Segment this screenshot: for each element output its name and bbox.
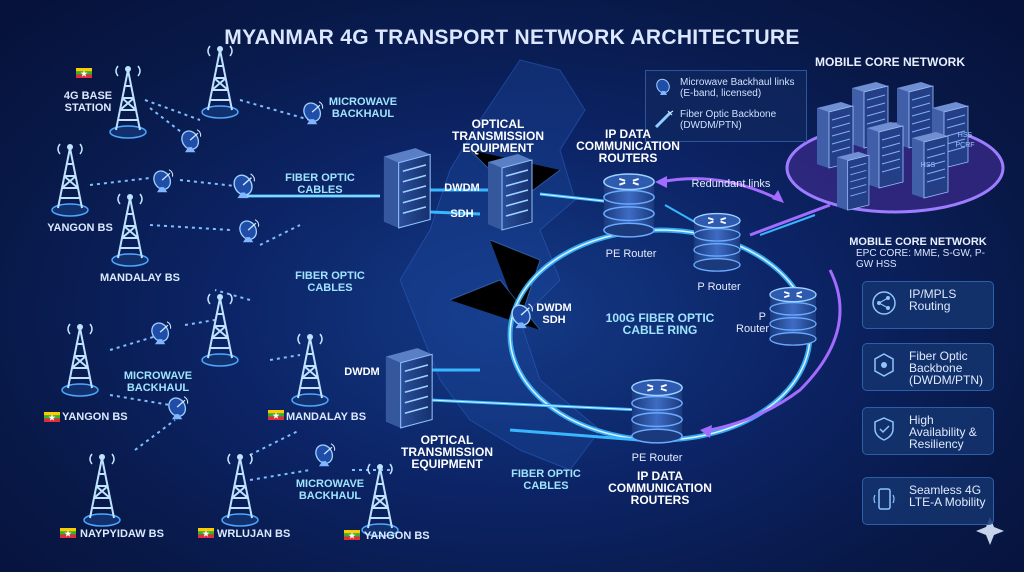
ip-mpls-icon	[872, 291, 896, 315]
ip-routers-label-bottom: IP DATA COMMUNICATION ROUTERS	[608, 469, 712, 507]
p-router-2-label: P Router	[736, 311, 770, 335]
ote-label-bottom: OPTICAL TRANSMISSION EQUIPMENT	[400, 433, 493, 471]
station-label-mandalay-1: MANDALAY BS	[99, 272, 181, 284]
microwave-label-top: MICROWAVE BACKHAUL	[328, 96, 398, 120]
station-label-wrlujan: WRLUJAN BS	[217, 528, 291, 540]
feature-text: High Availability & Resiliency	[909, 413, 977, 451]
pe-router-top-label: PE Router	[605, 248, 657, 260]
core-heading: MOBILE CORE NETWORK	[815, 55, 965, 69]
core-detail: EPC CORE: MME, S-GW, P-GW HSS	[856, 248, 985, 270]
ote-label-top: OPTICAL TRANSMISSION EQUIPMENT	[451, 117, 544, 155]
high-availability-icon	[874, 417, 894, 441]
diagram-title: MYANMAR 4G TRANSPORT NETWORK ARCHITECTUR…	[224, 26, 800, 49]
myanmar-flag-icon	[344, 530, 360, 540]
fiber-label-top: FIBER OPTIC CABLES	[285, 172, 355, 196]
fiber-cable-icon	[654, 110, 674, 129]
server-label-hss-2: HSS	[920, 162, 936, 169]
server-label-hss: HSS	[957, 132, 973, 139]
myanmar-flag-icon	[198, 528, 214, 538]
core-subheading: MOBILE CORE NETWORK	[849, 236, 987, 248]
p-router-1-label: P Router	[697, 281, 741, 293]
fiber-label-bottom: FIBER OPTIC CABLES	[511, 468, 581, 492]
ring-label: 100G FIBER OPTIC CABLE RING	[605, 311, 715, 337]
myanmar-flag-icon	[60, 528, 76, 538]
feature-text: IP/MPLS Routing	[909, 287, 957, 313]
feature-fiber-backbone: Fiber Optic Backbone (DWDM/PTN)	[862, 343, 994, 391]
feature-text: Fiber Optic Backbone (DWDM/PTN)	[909, 349, 983, 387]
server-label-pcrf: PCRF	[955, 142, 975, 149]
legend: Microwave Backhaul links (E-band, licens…	[645, 70, 807, 142]
station-label-yangon-2: YANGON BS	[62, 411, 128, 423]
fiber-backbone-icon	[874, 353, 894, 377]
pe-router-bottom-label: PE Router	[631, 452, 683, 464]
myanmar-flag-icon	[268, 410, 284, 420]
myanmar-flag-icon	[76, 68, 92, 78]
microwave-dish-icon	[656, 78, 670, 95]
dwdm-label-1: DWDM	[444, 182, 480, 194]
station-label-mandalay-2: MANDALAY BS	[286, 411, 367, 423]
redundant-links-label: Redundant links	[691, 178, 771, 190]
legend-microwave: Microwave Backhaul links (E-band, licens…	[680, 77, 795, 99]
sdh-label-1: SDH	[450, 208, 474, 220]
myanmar-flag-icon	[44, 412, 60, 422]
microwave-label-bottom: MICROWAVE BACKHAUL	[295, 478, 365, 502]
legend-fiber: Fiber Optic Backbone (DWDM/PTN)	[680, 109, 777, 131]
feature-ip-mpls: IP/MPLS Routing	[862, 281, 994, 329]
phone-mobility-icon	[873, 488, 895, 510]
fiber-label-mid: FIBER OPTIC CABLES	[295, 270, 365, 294]
station-label-yangon-3: YANGON BS	[364, 530, 430, 542]
feature-text: Seamless 4G LTE-A Mobility	[909, 483, 986, 509]
station-label-top: 4G BASE STATION	[63, 90, 113, 114]
station-label-naypyidaw: NAYPYIDAW BS	[80, 528, 164, 540]
microwave-label-left: MICROWAVE BACKHAUL	[123, 370, 193, 394]
ip-routers-label-top: IP DATA COMMUNICATION ROUTERS	[576, 127, 680, 165]
feature-high-availability: High Availability & Resiliency	[862, 407, 994, 455]
feature-mobility: Seamless 4G LTE-A Mobility	[862, 477, 994, 525]
dwdm-label-2: DWDM	[344, 366, 380, 378]
dwdm-sdh-label: DWDM SDH	[536, 302, 572, 326]
station-label-yangon-1: YANGON BS	[47, 222, 113, 234]
